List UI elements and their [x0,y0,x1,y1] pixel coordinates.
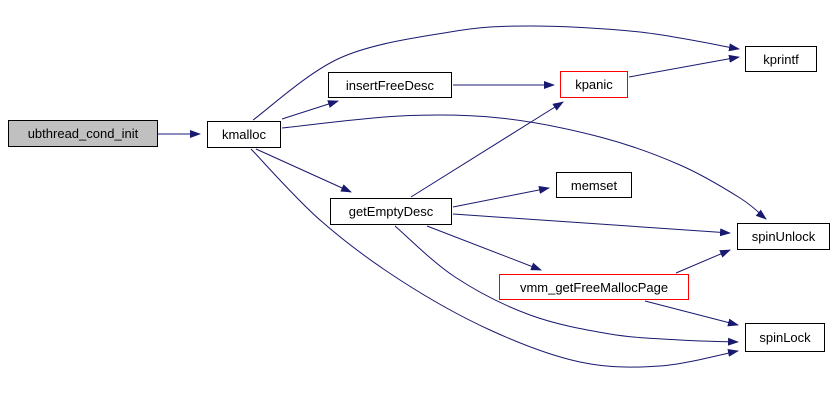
edge-getEmptyDesc-to-memset [452,186,550,208]
node-label-kpanic: kpanic [575,77,613,92]
node-ubthread_cond_init: ubthread_cond_init [8,120,158,147]
edge-getEmptyDesc-to-spinLock [394,225,739,346]
node-label-kmalloc: kmalloc [221,127,267,142]
node-spinUnlock[interactable]: spinUnlock [737,223,830,250]
node-label-spinLock: spinLock [759,330,811,345]
node-label-insertFreeDesc: insertFreeDesc [345,77,435,93]
edge-getEmptyDesc-to-vmm_getFreeMallocPage [426,225,542,271]
node-label-spinUnlock: spinUnlock [751,229,816,244]
edge-kmalloc-to-kprintf [252,25,740,121]
node-memset[interactable]: memset [556,172,632,198]
node-label-vmm_getFreeMallocPage: vmm_getFreeMallocPage [519,279,669,295]
node-spinLock[interactable]: spinLock [745,323,825,352]
edge-kmalloc-to-insertFreeDesc [281,100,339,120]
edge-getEmptyDesc-to-spinUnlock [452,213,731,237]
edges-group [158,25,767,368]
edge-kpanic-to-kprintf [628,54,740,78]
edge-kmalloc-to-spinLock [250,148,739,368]
node-label-ubthread_cond_init: ubthread_cond_init [27,126,139,141]
node-label-kprintf: kprintf [763,51,799,67]
node-label-getEmptyDesc: getEmptyDesc [348,204,434,219]
edge-kmalloc-to-getEmptyDesc [255,148,352,193]
node-kpanic[interactable]: kpanic [560,71,628,98]
edge-vmm_getFreeMallocPage-to-spinLock [644,300,739,327]
node-insertFreeDesc[interactable]: insertFreeDesc [328,72,452,98]
edge-kmalloc-to-spinUnlock [281,114,767,220]
node-label-memset: memset [570,177,618,193]
node-kprintf[interactable]: kprintf [745,46,817,72]
node-kmalloc[interactable]: kmalloc [207,121,281,148]
edge-getEmptyDesc-to-kpanic [410,101,564,198]
node-vmm_getFreeMallocPage[interactable]: vmm_getFreeMallocPage [499,274,689,300]
edge-vmm_getFreeMallocPage-to-spinUnlock [675,249,731,274]
node-getEmptyDesc[interactable]: getEmptyDesc [330,198,452,225]
